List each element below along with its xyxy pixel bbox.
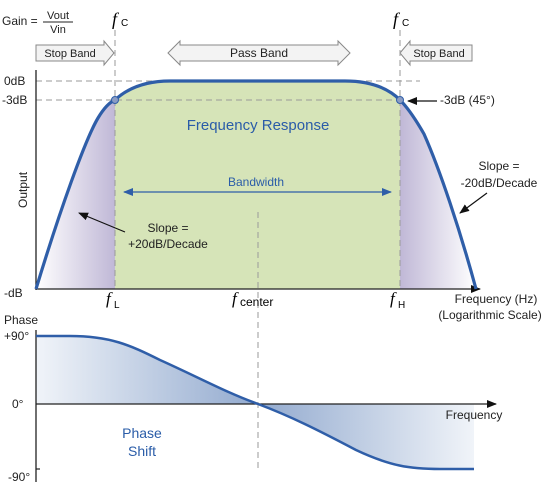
tick-fcenter-subscript: center bbox=[240, 295, 273, 309]
tick-neg90: -90° bbox=[8, 470, 30, 484]
tick-3db: -3dB bbox=[2, 93, 27, 107]
amplitude-axes bbox=[35, 70, 481, 293]
gain-numerator: Vout bbox=[47, 10, 69, 22]
phase-axis-label: Phase bbox=[4, 313, 38, 327]
tick-fl-symbol: f bbox=[106, 289, 113, 308]
stop-band-right-arrow: Stop Band bbox=[399, 39, 473, 67]
frequency-axis-label: Frequency (Hz) bbox=[455, 292, 538, 306]
slope-right-line2: -20dB/Decade bbox=[461, 176, 538, 190]
cutoff-left-symbol: f bbox=[112, 9, 120, 29]
tick-fcenter-symbol: f bbox=[232, 289, 239, 308]
tick-fl-subscript: L bbox=[114, 300, 120, 311]
tick-pos90: +90° bbox=[4, 329, 29, 343]
frequency-response-title: Frequency Response bbox=[187, 117, 330, 134]
gain-prefix: Gain = bbox=[2, 14, 38, 28]
stop-band-left-label: Stop Band bbox=[44, 48, 95, 60]
phase-fill-upper bbox=[36, 336, 258, 404]
stopband-right-fill bbox=[400, 100, 476, 289]
slope-right-line1: Slope = bbox=[478, 159, 519, 173]
tick-fl: f L bbox=[106, 289, 120, 311]
slope-left-line2: +20dB/Decade bbox=[128, 237, 208, 251]
slope-right-pointer bbox=[459, 192, 488, 214]
cutoff-left-subscript: C bbox=[121, 18, 128, 29]
phase-axes bbox=[35, 330, 497, 482]
gain-formula: Gain = Vout Vin bbox=[2, 10, 73, 36]
frequency-axis-sublabel: (Logarithmic Scale) bbox=[438, 308, 541, 322]
point-3db-label: -3dB (45°) bbox=[440, 93, 495, 107]
tick-fh-symbol: f bbox=[390, 289, 397, 308]
pass-band-arrow: Pass Band bbox=[167, 39, 351, 67]
stop-band-right-label: Stop Band bbox=[413, 48, 464, 60]
tick-0deg: 0° bbox=[12, 397, 24, 411]
pass-band-label: Pass Band bbox=[230, 46, 288, 60]
cutoff-point-high bbox=[396, 96, 404, 104]
phase-frequency-label: Frequency bbox=[446, 408, 503, 422]
phase-shift-line2: Shift bbox=[128, 443, 156, 459]
cutoff-right-symbol: f bbox=[393, 9, 401, 29]
tick-0db: 0dB bbox=[4, 74, 25, 88]
tick-fcenter: f center bbox=[232, 289, 273, 309]
passband-fill bbox=[115, 81, 400, 289]
output-axis-label: Output bbox=[16, 171, 30, 208]
gain-denominator: Vin bbox=[50, 24, 66, 36]
cutoff-label-right: f C bbox=[393, 9, 409, 29]
phase-shift-line1: Phase bbox=[122, 425, 162, 441]
tick-min-db: -dB bbox=[4, 286, 23, 300]
slope-left-pointer bbox=[78, 212, 126, 233]
tick-fh: f H bbox=[390, 289, 405, 311]
stop-band-left-arrow: Stop Band bbox=[35, 39, 115, 67]
stopband-left-fill bbox=[36, 100, 115, 289]
slope-left-line1: Slope = bbox=[147, 221, 188, 235]
cutoff-point-low bbox=[111, 96, 119, 104]
tick-fh-subscript: H bbox=[398, 300, 405, 311]
bandwidth-label: Bandwidth bbox=[228, 175, 284, 189]
phase-fill-lower bbox=[258, 404, 474, 469]
cutoff-right-subscript: C bbox=[402, 18, 409, 29]
frequency-response-curve bbox=[34, 79, 478, 290]
cutoff-label-left: f C bbox=[112, 9, 128, 29]
phase-curve bbox=[36, 334, 474, 471]
